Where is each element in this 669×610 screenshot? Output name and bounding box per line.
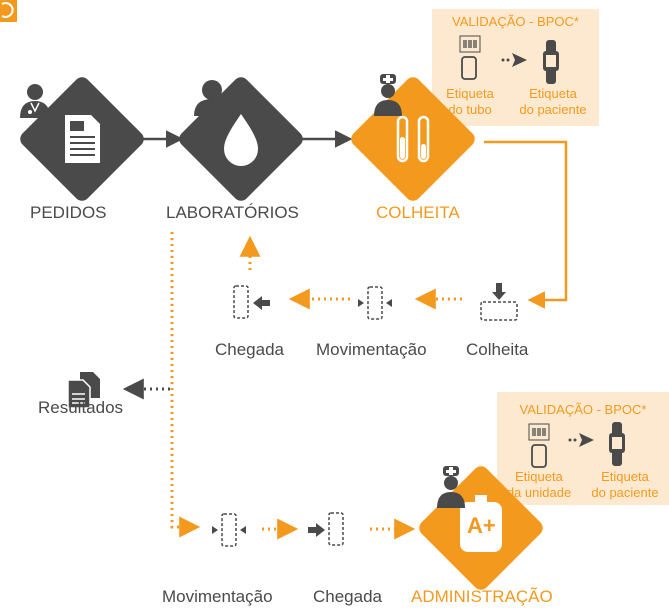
validation-bottom-title: VALIDAÇÃO - BPOC*	[519, 402, 647, 417]
arrow-icon	[501, 53, 527, 67]
chegada-label: Chegada	[215, 340, 285, 359]
bottom-movimentacao-label: Movimentação	[162, 587, 273, 606]
administracao-label: ADMINISTRAÇÃO	[411, 587, 553, 606]
wristband-icon	[543, 40, 559, 84]
validation-bottom-left-1: Etiqueta	[515, 469, 563, 484]
colheita-tube-icon	[480, 283, 518, 321]
blood-type-label: A+	[467, 513, 496, 538]
doctor-icon	[20, 84, 50, 118]
arrow-icon-bottom	[568, 433, 594, 447]
validation-top-right-2: do paciente	[519, 102, 587, 117]
blood-bag-icon	[460, 495, 502, 552]
corner-badge	[0, 0, 17, 22]
barcode-phone-icon	[459, 35, 481, 80]
validation-bottom-right-2: do paciente	[591, 485, 659, 500]
files-icon	[67, 372, 100, 409]
nurse-icon-bottom	[437, 466, 465, 508]
validation-top-title: VALIDAÇÃO - BPOC*	[452, 14, 579, 29]
document-icon	[65, 115, 100, 163]
pedidos-label: PEDIDOS	[30, 203, 107, 222]
connector-colheita-down	[484, 140, 568, 309]
movimentacao-tube-icon	[358, 286, 392, 320]
dotted-line-left	[170, 232, 201, 538]
colheita-node	[351, 74, 475, 201]
bottom-chegada-tube-icon	[308, 512, 344, 546]
bottom-movimentacao-tube-icon	[212, 513, 246, 547]
validation-top-right-1: Etiqueta	[529, 86, 577, 101]
person-icon	[194, 80, 230, 116]
nurse-icon	[374, 74, 402, 116]
resultados-label: Resultados	[38, 398, 124, 417]
drop-icon	[224, 114, 258, 166]
test-tubes-icon	[396, 115, 430, 163]
colheita-label: COLHEITA	[376, 203, 460, 222]
laboratorios-label: LABORATÓRIOS	[166, 203, 299, 222]
validation-bottom-right-1: Etiqueta	[601, 469, 649, 484]
administracao-node	[419, 466, 543, 590]
chegada-tube-icon	[233, 285, 270, 319]
barcode-phone-icon-bottom	[528, 423, 550, 468]
validation-bottom-left-2: da unidade	[506, 485, 572, 500]
bottom-chegada-label: Chegada	[313, 587, 383, 606]
validation-panel-top	[432, 9, 599, 126]
colheita-step-label: Colheita	[466, 340, 529, 359]
movimentacao-label: Movimentação	[316, 340, 427, 359]
pedidos-node	[20, 77, 144, 201]
validation-top-left-2: do tubo	[448, 102, 492, 117]
wristband-icon-bottom	[609, 422, 625, 466]
validation-panel-bottom	[497, 392, 669, 505]
laboratorios-node	[179, 77, 303, 201]
validation-top-left-1: Etiqueta	[446, 86, 494, 101]
